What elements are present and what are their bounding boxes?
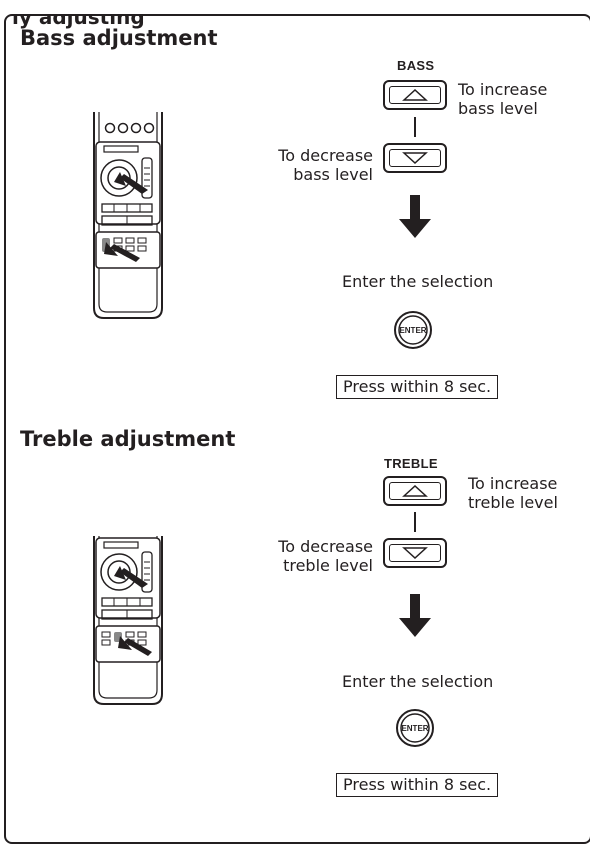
enter-button-icon: ENTER — [396, 709, 434, 747]
bass-button-connector — [414, 117, 416, 137]
up-arrow-button-icon — [402, 89, 428, 101]
bass-section-title: Bass adjustment — [20, 26, 218, 50]
remote-control-icon — [93, 536, 163, 705]
bass-down-button[interactable] — [383, 143, 447, 173]
bass-enter-button-text: ENTER — [399, 326, 426, 335]
bass-time-note: Press within 8 sec. — [336, 375, 499, 399]
bass-button-caption: BASS — [397, 58, 435, 73]
bass-increase-label: To increase bass level — [458, 80, 548, 118]
treble-section-title: Treble adjustment — [20, 427, 236, 451]
treble-time-note: Press within 8 sec. — [336, 773, 499, 797]
down-arrow-button-icon — [402, 547, 428, 559]
bass-up-button[interactable] — [383, 80, 447, 110]
bass-decrease-label: To decrease bass level — [278, 146, 373, 184]
bass-enter-button[interactable]: ENTER — [393, 310, 433, 350]
down-arrow-icon — [399, 195, 431, 238]
treble-up-button[interactable] — [383, 476, 447, 506]
treble-decrease-label: To decrease treble level — [278, 537, 373, 575]
enter-button-icon: ENTER — [394, 311, 432, 349]
treble-enter-button-text: ENTER — [401, 724, 428, 733]
treble-button-caption: TREBLE — [384, 456, 438, 471]
down-arrow-button-icon — [402, 152, 428, 164]
treble-enter-button[interactable]: ENTER — [395, 708, 435, 748]
bass-enter-label: Enter the selection — [342, 272, 494, 291]
treble-button-connector — [414, 512, 416, 532]
down-arrow-icon — [399, 594, 431, 637]
treble-increase-label: To increase treble level — [468, 474, 558, 512]
treble-down-button[interactable] — [383, 538, 447, 568]
remote-control-icon — [93, 112, 163, 319]
up-arrow-button-icon — [402, 485, 428, 497]
treble-enter-label: Enter the selection — [342, 672, 494, 691]
page-heading-clipped: ly adjusting — [12, 5, 145, 29]
